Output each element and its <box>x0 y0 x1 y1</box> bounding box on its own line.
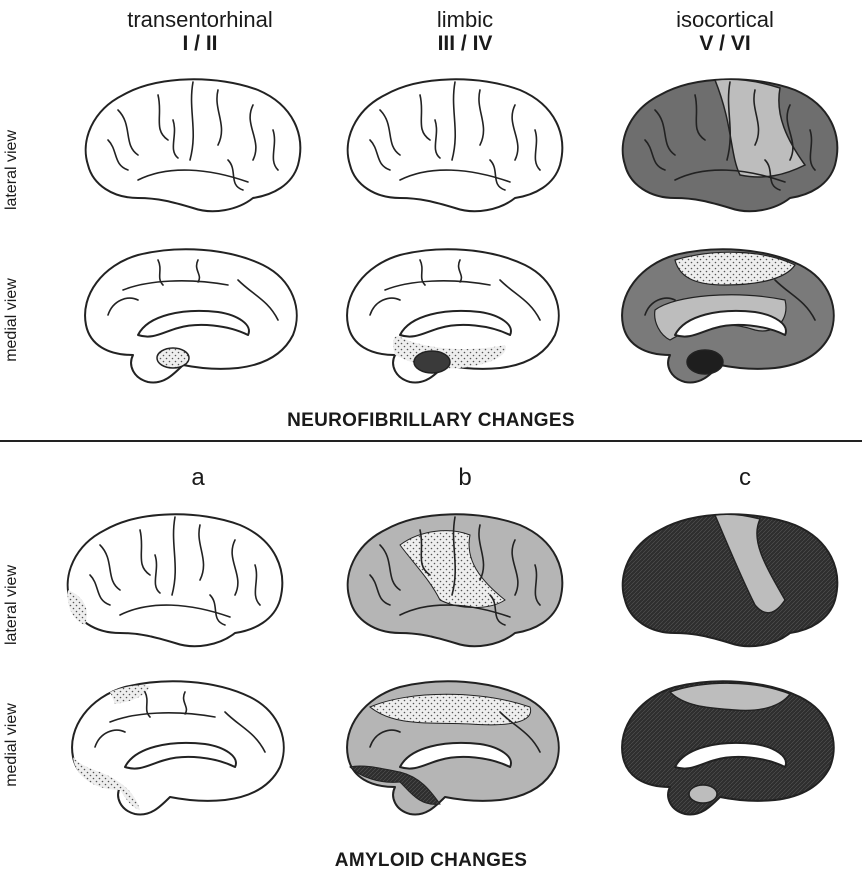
brain-medial-amyloid-b <box>340 672 570 822</box>
row-label-lateral-bottom: lateral view <box>3 560 43 650</box>
stage-name: transentorhinal <box>90 8 310 32</box>
stage-label-isocortical: isocortical V / VI <box>615 8 835 56</box>
stage-roman: V / VI <box>615 32 835 56</box>
brain-medial-stage-3-4 <box>340 240 570 390</box>
brain-lateral-amyloid-a <box>60 505 290 655</box>
column-label-c: c <box>635 464 855 492</box>
brain-medial-stage-5-6 <box>615 240 845 390</box>
column-label-a: a <box>88 464 308 492</box>
brain-lateral-stage-1-2 <box>78 70 308 220</box>
section-divider <box>0 440 862 442</box>
row-label-medial-bottom: medial view <box>3 700 43 790</box>
section-title-amyloid: AMYLOID CHANGES <box>0 850 862 872</box>
column-label-b: b <box>355 464 575 492</box>
section-title-neurofibrillary: NEUROFIBRILLARY CHANGES <box>0 410 862 432</box>
brain-lateral-stage-5-6 <box>615 70 845 220</box>
stage-name: isocortical <box>615 8 835 32</box>
row-label-lateral-top: lateral view <box>3 125 43 215</box>
stage-label-limbic: limbic III / IV <box>355 8 575 56</box>
brain-medial-amyloid-c <box>615 672 845 822</box>
brain-medial-amyloid-a <box>65 672 295 822</box>
stage-name: limbic <box>355 8 575 32</box>
brain-medial-stage-1-2 <box>78 240 308 390</box>
brain-lateral-stage-3-4 <box>340 70 570 220</box>
brain-lateral-amyloid-b <box>340 505 570 655</box>
stage-roman: I / II <box>90 32 310 56</box>
row-label-medial-top: medial view <box>3 275 43 365</box>
stage-roman: III / IV <box>355 32 575 56</box>
stage-label-transentorhinal: transentorhinal I / II <box>90 8 310 56</box>
brain-lateral-amyloid-c <box>615 505 845 655</box>
